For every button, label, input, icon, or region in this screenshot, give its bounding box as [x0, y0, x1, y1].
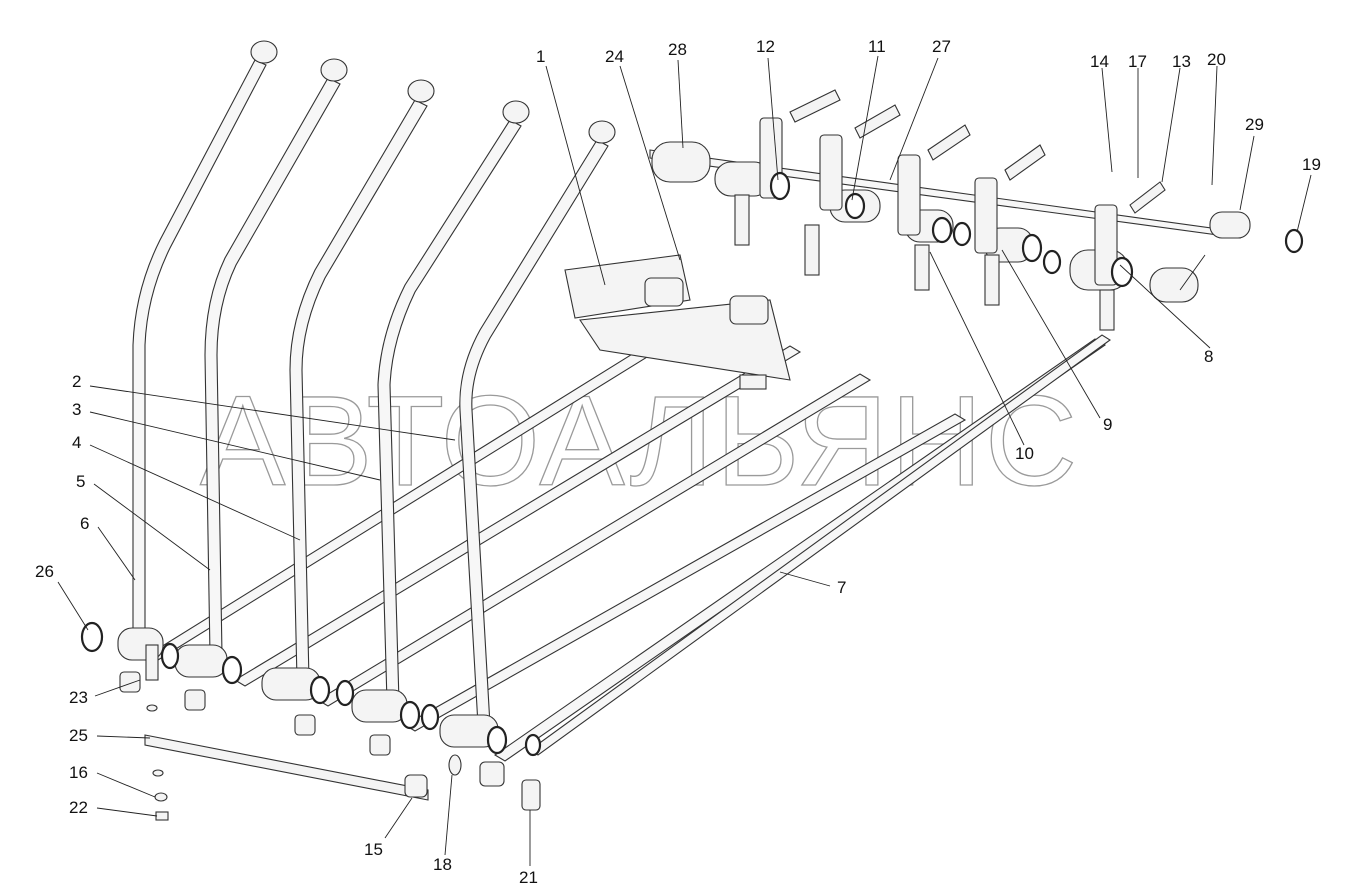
long-rods — [146, 311, 1111, 762]
callout-5: 5 — [76, 472, 85, 491]
callout-1: 1 — [536, 47, 545, 66]
callout-17: 17 — [1128, 52, 1147, 71]
callout-9: 9 — [1103, 415, 1112, 434]
callout-13: 13 — [1172, 52, 1191, 71]
bracket-assembly — [564, 254, 791, 390]
upper-rings — [769, 171, 1304, 288]
lower-hubs — [80, 621, 542, 757]
callout-24: 24 — [605, 47, 624, 66]
callout-20: 20 — [1207, 50, 1226, 69]
callout-14: 14 — [1090, 52, 1109, 71]
callout-21: 21 — [519, 868, 538, 887]
callout-27: 27 — [932, 37, 951, 56]
callout-10: 10 — [1015, 444, 1034, 463]
callout-6: 6 — [80, 514, 89, 533]
callout-25: 25 — [69, 726, 88, 745]
callout-2: 2 — [72, 372, 81, 391]
callout-22: 22 — [69, 798, 88, 817]
callout-18: 18 — [433, 855, 452, 874]
callout-7: 7 — [837, 578, 846, 597]
callout-19: 19 — [1302, 155, 1321, 174]
callout-28: 28 — [668, 40, 687, 59]
callout-29: 29 — [1245, 115, 1264, 134]
callout-3: 3 — [72, 400, 81, 419]
callout-labels: 1 2 3 4 5 6 7 8 9 10 11 12 13 14 15 16 1… — [35, 37, 1321, 887]
callout-26: 26 — [35, 562, 54, 581]
lower-link — [119, 644, 541, 821]
callout-11: 11 — [868, 37, 886, 56]
leader-lines — [57, 55, 1312, 866]
upper-levers — [734, 89, 1166, 331]
callout-12: 12 — [756, 37, 775, 56]
callout-16: 16 — [69, 763, 88, 782]
callout-15: 15 — [364, 840, 383, 859]
callout-8: 8 — [1204, 347, 1213, 366]
callout-4: 4 — [72, 433, 81, 452]
callout-23: 23 — [69, 688, 88, 707]
